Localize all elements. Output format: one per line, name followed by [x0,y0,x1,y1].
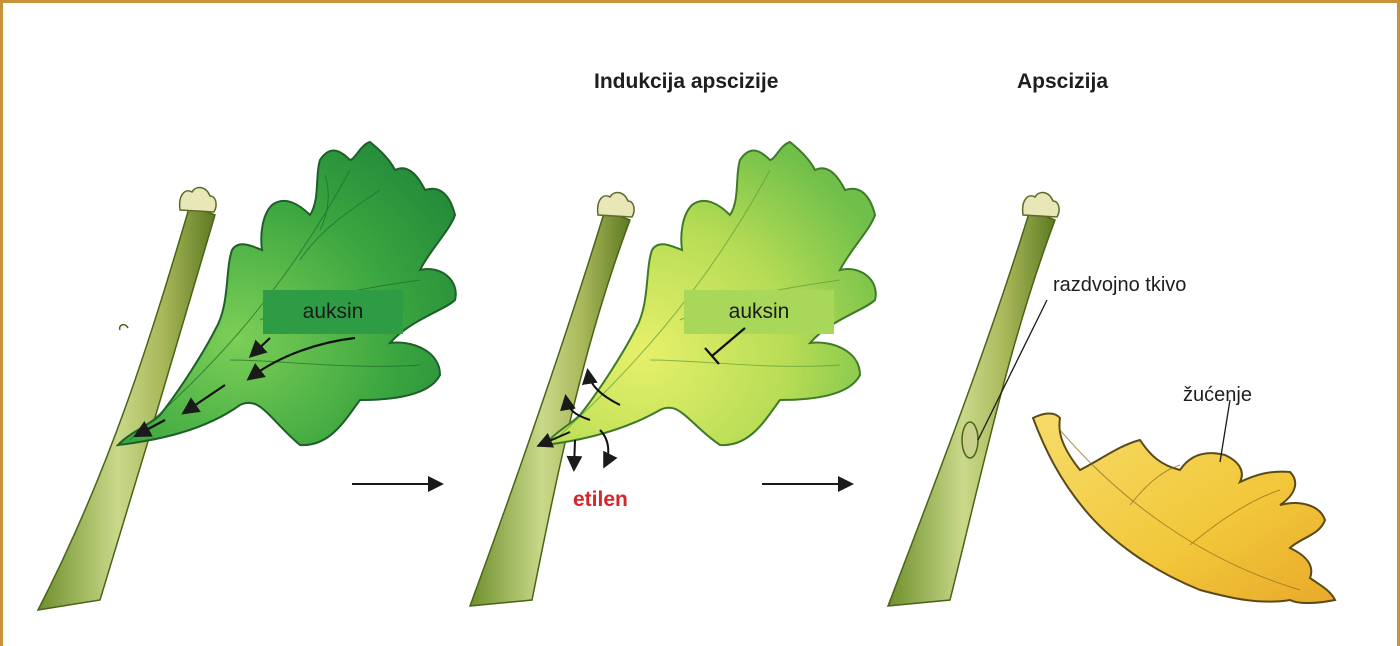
separation-tissue-label: razdvojno tkivo [1053,274,1186,297]
leaf-scar [962,422,978,458]
title-abscission: Apscizija [1017,70,1108,94]
fallen-yellow-leaf [1033,414,1335,604]
yellowing-label: žućenje [1183,384,1252,407]
yellowing-pointer [1220,400,1230,462]
auxin-label-middle: auksin [684,290,834,334]
title-induction: Indukcija apscizije [594,70,778,94]
ethylene-label: etilen [573,488,628,512]
right-stem [888,192,1059,606]
auxin-label-left: auksin [263,290,403,334]
